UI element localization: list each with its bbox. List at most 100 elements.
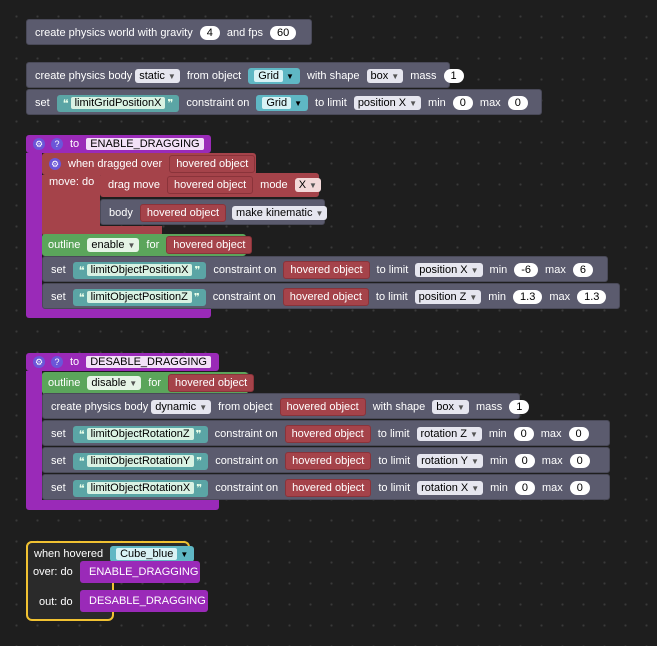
gear-icon[interactable]: ⚙ bbox=[33, 138, 45, 150]
drag-move-block[interactable]: drag move hovered object mode X▼ bbox=[100, 173, 321, 197]
constraint-name-text[interactable]: ❝limitObjectRotationY❞ bbox=[72, 452, 209, 470]
call-desable-dragging[interactable]: DESABLE_DRAGGING bbox=[80, 590, 208, 612]
set-constraint-block[interactable]: set ❝limitObjectPositionX❞ constraint on… bbox=[42, 256, 608, 282]
max-label: max bbox=[479, 97, 501, 109]
set-constraint-block[interactable]: set ❝limitObjectRotationZ❞ constraint on… bbox=[42, 420, 610, 446]
when-dragged-block[interactable]: ⚙ when dragged over hovered object bbox=[42, 153, 256, 175]
axis-dropdown[interactable]: position X▼ bbox=[415, 263, 483, 277]
chevron-down-icon: ▼ bbox=[180, 549, 189, 559]
max-label: max bbox=[545, 264, 566, 276]
hovered-object-value[interactable]: hovered object bbox=[166, 176, 254, 194]
max-input[interactable]: 0 bbox=[569, 481, 590, 495]
with-shape-label: with shape bbox=[306, 70, 360, 82]
fps-input[interactable]: 60 bbox=[269, 26, 297, 40]
body-type-dropdown[interactable]: static▼ bbox=[135, 69, 180, 83]
set-constraint-block[interactable]: set ❝limitObjectRotationY❞ constraint on… bbox=[42, 447, 610, 473]
create-physics-world-block[interactable]: create physics world with gravity 4 and … bbox=[26, 19, 312, 45]
constraint-name-text[interactable]: ❝limitObjectRotationX❞ bbox=[72, 479, 209, 497]
max-input[interactable]: 0 bbox=[569, 454, 590, 468]
max-label: max bbox=[549, 291, 571, 303]
to-limit-label: to limit bbox=[375, 291, 408, 303]
min-label: min bbox=[489, 264, 508, 276]
shape-dropdown[interactable]: box▼ bbox=[366, 69, 404, 83]
hovered-object-value[interactable]: hovered object bbox=[285, 452, 372, 470]
when-dragged-label: when dragged over bbox=[68, 158, 163, 170]
min-input[interactable]: -6 bbox=[514, 263, 539, 277]
call-enable-dragging[interactable]: ENABLE_DRAGGING bbox=[80, 561, 200, 583]
out-do-label: out: do bbox=[39, 596, 73, 608]
set-constraint-block[interactable]: set ❝limitObjectPositionZ❞ constraint on… bbox=[42, 283, 620, 309]
help-icon[interactable]: ? bbox=[51, 356, 63, 368]
mode-label: mode bbox=[260, 179, 288, 191]
help-icon[interactable]: ? bbox=[51, 138, 63, 150]
chevron-down-icon: ▼ bbox=[471, 483, 480, 493]
hovered-object-value[interactable]: hovered object bbox=[166, 236, 253, 254]
create-physics-body-block[interactable]: create physics body static▼ from object … bbox=[26, 62, 464, 88]
set-constraint-block[interactable]: set ❝limitObjectRotationX❞ constraint on… bbox=[42, 474, 610, 500]
hovered-object-value[interactable]: hovered object bbox=[284, 425, 371, 443]
constraint-name-text[interactable]: ❝limitGridPositionX❞ bbox=[56, 94, 180, 112]
function-desable-dragging[interactable]: ⚙ ? to DESABLE_DRAGGING bbox=[26, 353, 219, 371]
min-input[interactable]: 1.3 bbox=[513, 290, 543, 304]
function-name[interactable]: ENABLE_DRAGGING bbox=[86, 138, 204, 150]
max-input[interactable]: 1.3 bbox=[577, 290, 607, 304]
object-selector-grid[interactable]: Grid▼ bbox=[256, 95, 309, 111]
hovered-object-value[interactable]: hovered object bbox=[279, 398, 366, 416]
max-input[interactable]: 6 bbox=[572, 263, 593, 277]
hovered-object-value[interactable]: hovered object bbox=[168, 374, 255, 392]
object-selector-cube[interactable]: Cube_blue▼ bbox=[110, 546, 195, 562]
to-label: to bbox=[70, 356, 80, 368]
chevron-down-icon: ▼ bbox=[286, 71, 294, 81]
chevron-down-icon: ▼ bbox=[315, 208, 324, 218]
hovered-object-value[interactable]: hovered object bbox=[282, 288, 369, 306]
axis-dropdown[interactable]: rotation X▼ bbox=[417, 481, 484, 495]
body-action-dropdown[interactable]: make kinematic▼ bbox=[232, 206, 328, 220]
min-input[interactable]: 0 bbox=[452, 96, 473, 110]
gravity-input[interactable]: 4 bbox=[199, 26, 220, 40]
body-type-dropdown[interactable]: dynamic▼ bbox=[151, 400, 212, 414]
outline-state-dropdown[interactable]: enable▼ bbox=[87, 238, 140, 252]
outline-state-dropdown[interactable]: disable▼ bbox=[87, 376, 142, 390]
function-name[interactable]: DESABLE_DRAGGING bbox=[86, 356, 211, 368]
when-hovered-header[interactable]: when hovered Cube_blue▼ bbox=[26, 541, 195, 563]
fps-label: and fps bbox=[226, 27, 263, 39]
hovered-object-value[interactable]: hovered object bbox=[283, 261, 370, 279]
to-limit-label: to limit bbox=[378, 482, 411, 494]
gear-icon[interactable]: ⚙ bbox=[49, 158, 61, 170]
axis-dropdown[interactable]: rotation Y▼ bbox=[417, 454, 483, 468]
min-input[interactable]: 0 bbox=[514, 481, 535, 495]
hovered-object-value[interactable]: hovered object bbox=[285, 479, 372, 497]
set-constraint-block[interactable]: set ❝limitGridPositionX❞ constraint on G… bbox=[26, 89, 542, 115]
hovered-object-value[interactable]: hovered object bbox=[139, 204, 227, 222]
gear-icon[interactable]: ⚙ bbox=[33, 356, 45, 368]
function-enable-dragging[interactable]: ⚙ ? to ENABLE_DRAGGING bbox=[26, 135, 211, 153]
hovered-object-value[interactable]: hovered object bbox=[169, 155, 256, 173]
body-kinematic-block[interactable]: body hovered object make kinematic▼ bbox=[100, 199, 328, 225]
min-input[interactable]: 0 bbox=[513, 427, 534, 441]
mass-input[interactable]: 1 bbox=[509, 400, 530, 414]
call-function-name: ENABLE_DRAGGING bbox=[89, 566, 199, 578]
max-input[interactable]: 0 bbox=[568, 427, 589, 441]
function-footer bbox=[26, 306, 211, 318]
outline-block[interactable]: outline enable▼ for hovered object bbox=[42, 234, 253, 256]
constraint-name-text[interactable]: ❝limitObjectPositionX❞ bbox=[72, 261, 207, 279]
mode-dropdown[interactable]: X▼ bbox=[294, 178, 321, 192]
min-input[interactable]: 0 bbox=[514, 454, 535, 468]
object-selector-grid[interactable]: Grid▼ bbox=[248, 68, 300, 84]
outline-block[interactable]: outline disable▼ for hovered object bbox=[42, 372, 255, 394]
axis-dropdown[interactable]: position X▼ bbox=[353, 96, 422, 110]
mass-input[interactable]: 1 bbox=[443, 69, 464, 83]
world-label: create physics world with gravity bbox=[35, 27, 193, 39]
to-limit-label: to limit bbox=[376, 264, 409, 276]
shape-dropdown[interactable]: box▼ bbox=[432, 400, 469, 414]
max-input[interactable]: 0 bbox=[507, 96, 528, 110]
axis-dropdown[interactable]: rotation Z▼ bbox=[416, 427, 482, 441]
constraint-on-label: constraint on bbox=[214, 428, 278, 440]
create-physics-body-block[interactable]: create physics body dynamic▼ from object… bbox=[42, 393, 530, 419]
axis-dropdown[interactable]: position Z▼ bbox=[414, 290, 482, 304]
constraint-name-text[interactable]: ❝limitObjectRotationZ❞ bbox=[72, 425, 208, 443]
constraint-name-text[interactable]: ❝limitObjectPositionZ❞ bbox=[72, 288, 206, 306]
body-label: create physics body bbox=[35, 70, 133, 82]
outline-label: outline bbox=[48, 239, 81, 251]
constraint-on-label: constraint on bbox=[213, 264, 277, 276]
